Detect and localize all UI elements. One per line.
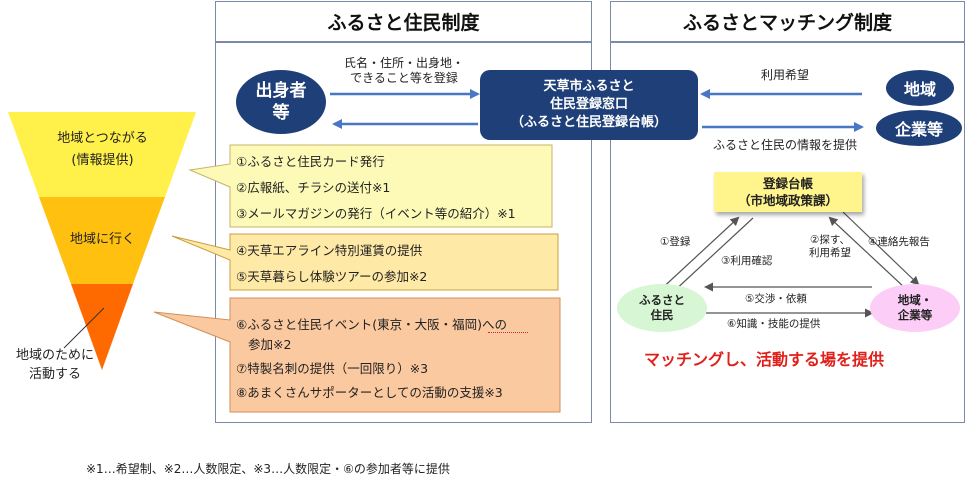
region-co-line1: 地域・ — [897, 293, 933, 307]
callout-activity — [153, 297, 561, 413]
funnel-level-1: 地域とつながる (情報提供) — [20, 128, 185, 172]
arrow-confirm-step3 — [670, 217, 754, 295]
step2-label: ②探す、 利用希望 — [801, 234, 859, 260]
right-title-divider — [610, 41, 965, 43]
item-resident-event-text: ⑥ふるさと住民イベント(東京・大阪・福岡)への — [236, 317, 507, 332]
registry-line2: （市地域政策課） — [737, 193, 838, 208]
step2-line1: ②探す、 — [809, 234, 851, 246]
register-note-line1: 氏名・住所・出身地・ — [343, 56, 464, 70]
registry-box: 登録台帳 （市地域政策課） — [714, 172, 862, 212]
spell-underline-mark — [488, 328, 528, 333]
resident-line2: 住民 — [650, 308, 674, 322]
item-resident-event-cont: 参加※2 — [248, 337, 292, 352]
callout-activity-items: ⑥ふるさと住民イベント(東京・大阪・福岡)への 参加※2 ⑦特製名刺の提供（一回… — [236, 314, 507, 406]
use-wish-label: 利用希望 — [760, 68, 809, 82]
item-airline-fare: ④天草エアライン特別運賃の提供 — [236, 243, 423, 258]
window-line-2: 住民登録窓口 — [549, 97, 628, 112]
arrow-register-step1 — [656, 216, 740, 294]
origin-person-ellipse: 出身者 等 — [236, 70, 326, 134]
right-section-title: ふるさとマッチング制度 — [682, 12, 892, 34]
funnel-level-3: 地域のために 活動する — [0, 346, 110, 384]
company-ellipse: 企業等 — [876, 110, 962, 146]
window-line-3: （ふるさと住民登録台帳） — [510, 115, 667, 130]
step2-line2: 利用希望 — [809, 247, 851, 259]
window-line-1: 天草市ふるさと — [543, 79, 635, 94]
funnel-level-1-title: 地域とつながる — [57, 131, 148, 146]
arrow-search-step2 — [828, 216, 906, 289]
funnel-level-2: 地域に行く — [69, 232, 135, 247]
resident-line1: ふるさと — [639, 293, 685, 307]
register-note: 氏名・住所・出身地・ できること等を登録 — [326, 56, 482, 86]
item-card-issue: ①ふるさと住民カード発行 — [236, 154, 385, 169]
funnel-level-1-sub: (情報提供) — [71, 153, 134, 168]
arrow-report-step4 — [842, 211, 920, 286]
item-experience-tour: ⑤天草暮らし体験ツアーの参加※2 — [236, 269, 428, 284]
registry-line1: 登録台帳 — [762, 176, 813, 191]
item-business-card: ⑦特製名刺の提供（一回限り）※3 — [236, 361, 429, 376]
region-co-line2: 企業等 — [897, 308, 933, 322]
origin-label-1: 出身者 — [255, 81, 307, 101]
provide-info-label: ふるさと住民の情報を提供 — [712, 138, 857, 152]
funnel-level-3-line2: 活動する — [28, 367, 81, 382]
register-note-line2: できること等を登録 — [350, 71, 458, 85]
region-ellipse: 地域 — [886, 70, 954, 106]
registration-window-box: 天草市ふるさと 住民登録窓口 （ふるさと住民登録台帳） — [480, 70, 698, 140]
callout-visit-items: ④天草エアライン特別運賃の提供 ⑤天草暮らし体験ツアーの参加※2 — [236, 240, 427, 292]
funnel-triangle — [8, 112, 196, 370]
region-company-oval: 地域・ 企業等 — [870, 284, 960, 332]
step3-label: ③利用確認 — [721, 255, 773, 267]
item-newsletter: ②広報紙、チラシの送付※1 — [236, 180, 391, 195]
left-section-title: ふるさと住民制度 — [327, 12, 480, 34]
step4-label: ④連絡先報告 — [868, 236, 930, 248]
step1-label: ①登録 — [660, 236, 691, 248]
furusato-resident-oval: ふるさと 住民 — [617, 284, 707, 332]
funnel-level-3-line1: 地域のために — [15, 348, 94, 363]
item-resident-event: ⑥ふるさと住民イベント(東京・大阪・福岡)への — [236, 314, 507, 334]
callout-info-provision — [188, 144, 553, 228]
item-mail-magazine: ③メールマガジンの発行（イベント等の紹介）※1 — [236, 206, 516, 221]
step6-label: ⑥知識・技能の提供 — [727, 318, 821, 330]
matching-message: マッチングし、活動する場を提供 — [644, 350, 885, 369]
origin-label-2: 等 — [272, 103, 290, 123]
footnote: ※1…希望制、※2…人数限定、※3…人数限定・⑥の参加者等に提供 — [86, 462, 450, 476]
callout-visit — [171, 233, 559, 291]
left-title-divider — [215, 41, 592, 43]
step5-label: ⑤交渉・依頼 — [745, 293, 807, 305]
item-supporter: ⑧あまくさんサポーターとしての活動の支援※3 — [236, 385, 503, 400]
callout-info-items: ①ふるさと住民カード発行 ②広報紙、チラシの送付※1 ③メールマガジンの発行（イ… — [236, 151, 516, 229]
funnel-level-3-pointer — [63, 307, 105, 349]
